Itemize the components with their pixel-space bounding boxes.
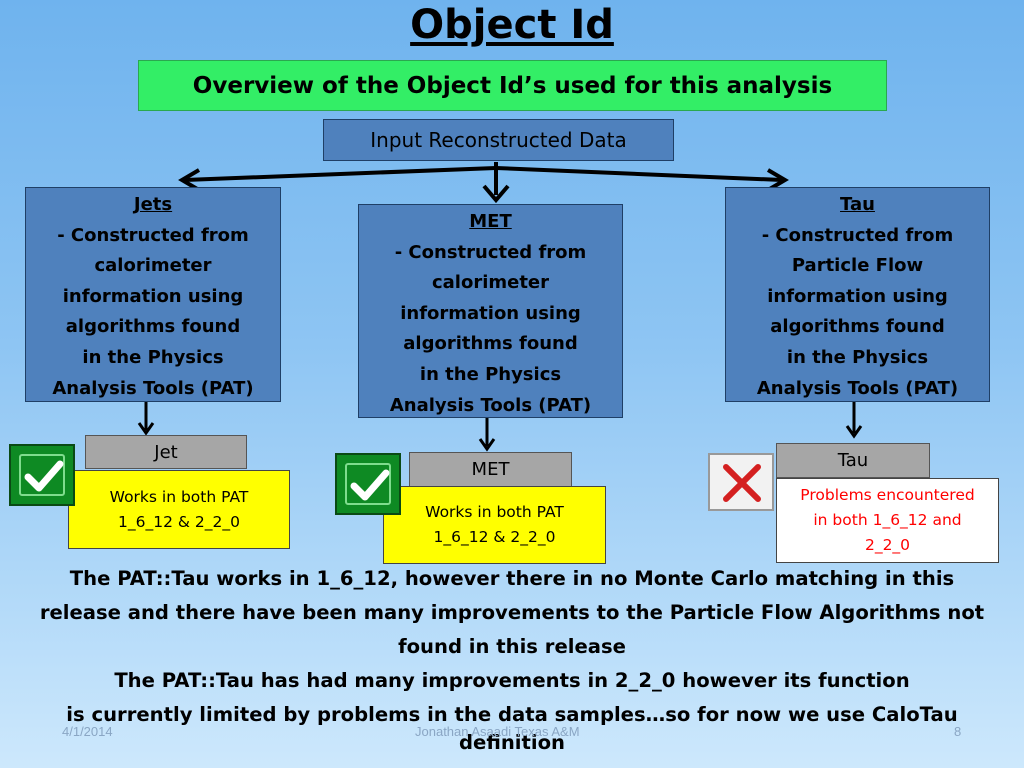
jet-object-box: Jet (85, 435, 247, 469)
jets-box: Jets - Constructed from calorimeter info… (25, 187, 281, 402)
explanation-line: found in this release (398, 635, 626, 658)
explanation-line: is currently limited by problems in the … (66, 703, 958, 726)
subtitle-banner: Overview of the Object Id’s used for thi… (138, 60, 887, 111)
jets-description: - Constructed from calorimeter informati… (52, 224, 254, 399)
cross-icon (708, 453, 774, 511)
footer-page-number: 8 (954, 724, 962, 739)
tau-heading: Tau (840, 194, 875, 215)
footer-date: 4/1/2014 (62, 724, 113, 739)
explanation-line: release and there have been many improve… (39, 601, 985, 624)
arrow-down-met (482, 184, 510, 204)
check-icon (9, 444, 75, 506)
arrow-right-tau (495, 166, 783, 182)
met-heading: MET (469, 211, 512, 232)
explanation-line: The PAT::Tau works in 1_6_12, however th… (69, 567, 955, 590)
footer-author: Jonathan Asaadi Texas A&M (415, 724, 580, 739)
met-object-box: MET (409, 452, 572, 487)
met-status-box: Works in both PAT 1_6_12 & 2_2_0 (383, 486, 606, 564)
explanation-line: The PAT::Tau has had many improvements i… (114, 669, 910, 692)
tau-object-box: Tau (776, 443, 930, 478)
jet-status-box: Works in both PAT 1_6_12 & 2_2_0 (68, 470, 290, 549)
met-box: MET - Constructed from calorimeter infor… (358, 204, 623, 418)
tau-box: Tau - Constructed from Particle Flow inf… (725, 187, 990, 402)
tau-status-box: Problems encountered in both 1_6_12 and … (776, 478, 999, 563)
met-description: - Constructed from calorimeter informati… (389, 241, 592, 416)
jets-heading: Jets (133, 194, 173, 215)
slide-title: Object Id (410, 2, 614, 48)
tau-description: - Constructed from Particle Flow informa… (756, 224, 959, 399)
arrow-left-jets (184, 166, 497, 182)
explanation-line: definition (459, 731, 565, 754)
check-icon (335, 453, 401, 515)
explanation-text: The PAT::Tau works in 1_6_12, however th… (0, 562, 1024, 760)
input-data-box: Input Reconstructed Data (323, 119, 674, 161)
